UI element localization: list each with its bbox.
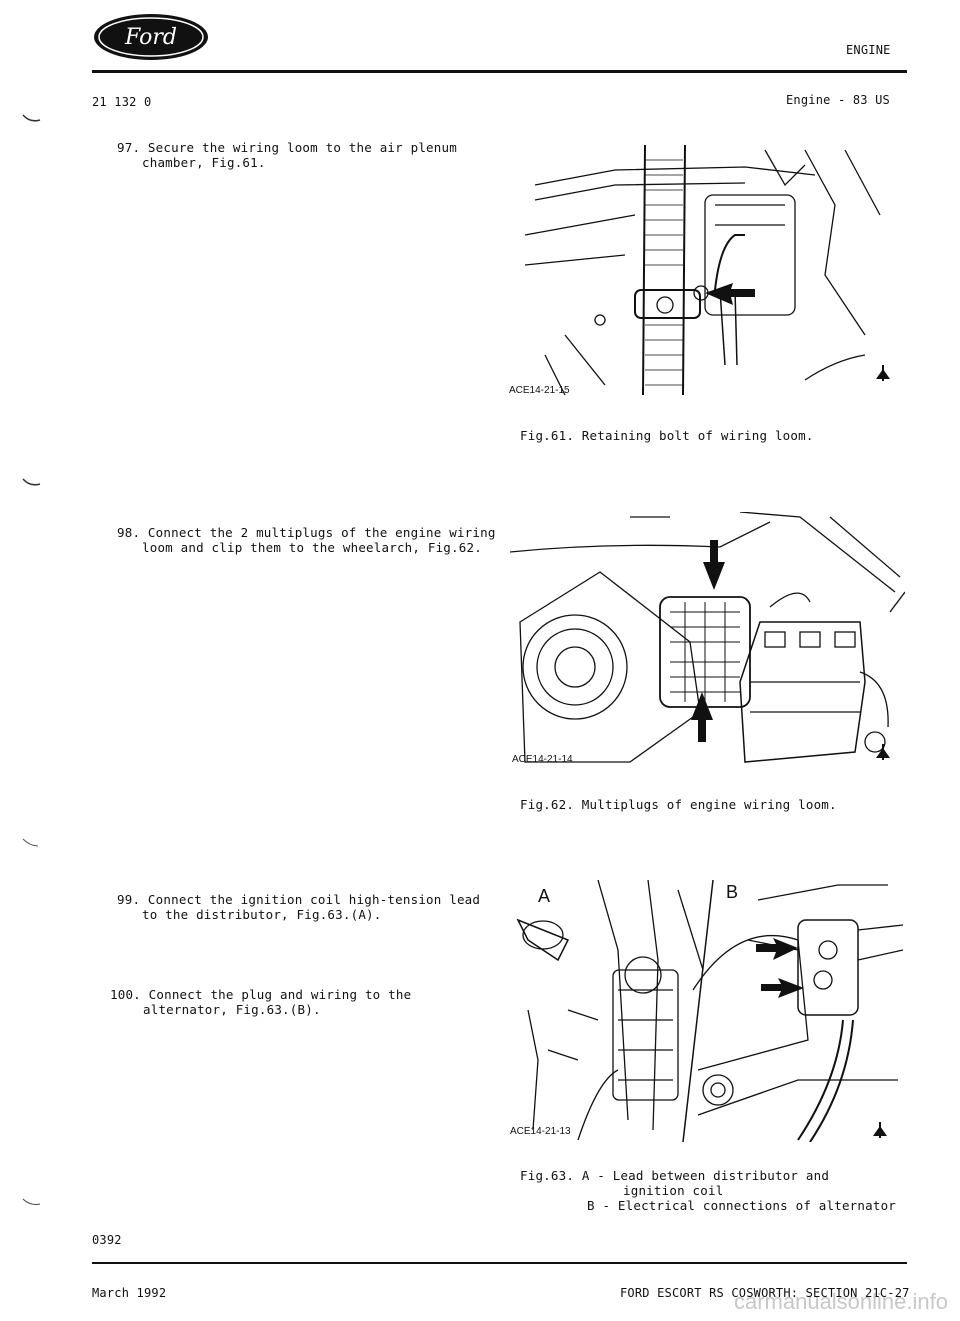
figure-63-caption-line: ignition coil bbox=[623, 1183, 724, 1198]
figure-63-illustration: A B ACE14-21-13 bbox=[508, 880, 905, 1142]
margin-mark bbox=[22, 838, 39, 847]
step-99: 99. Connect the ignition coil high-tensi… bbox=[117, 892, 480, 922]
section-header: ENGINE bbox=[846, 43, 891, 57]
figure-63-caption-prefix: Fig.63. bbox=[520, 1168, 575, 1183]
page-code: 0392 bbox=[92, 1233, 122, 1247]
figure-62-caption: Fig.62. Multiplugs of engine wiring loom… bbox=[520, 797, 837, 812]
logo-text: Ford bbox=[124, 25, 177, 50]
step-number: 99. bbox=[117, 892, 141, 907]
document-reference: 21 132 0 bbox=[92, 95, 152, 109]
page-subtitle: Engine - 83 US bbox=[786, 93, 890, 107]
figure-label-b: B bbox=[726, 882, 739, 902]
figure-id: ACE14-21-15 bbox=[509, 385, 570, 396]
margin-mark bbox=[22, 478, 41, 486]
figure-label-a: A bbox=[538, 886, 551, 906]
margin-mark bbox=[22, 114, 41, 122]
step-text: Secure the wiring loom to the air plenum bbox=[147, 140, 457, 155]
figure-id: ACE14-21-14 bbox=[512, 754, 573, 765]
step-text: to the distributor, Fig.63.(A). bbox=[142, 907, 382, 922]
step-100: 100. Connect the plug and wiring to the … bbox=[110, 987, 411, 1017]
step-text: chamber, Fig.61. bbox=[142, 155, 266, 170]
footer-date: March 1992 bbox=[92, 1286, 167, 1300]
footer-rule bbox=[92, 1262, 907, 1264]
step-text: Connect the ignition coil high-tension l… bbox=[147, 892, 481, 907]
figure-61-illustration: ACE14-21-15 bbox=[505, 145, 905, 400]
figure-63-caption-line: B - Electrical connections of alternator bbox=[587, 1198, 897, 1213]
figure-61-caption: Fig.61. Retaining bolt of wiring loom. bbox=[520, 428, 814, 443]
step-text: Connect the 2 multiplugs of the engine w… bbox=[147, 525, 496, 540]
header-rule bbox=[92, 70, 907, 73]
figure-62-illustration: ACE14-21-14 bbox=[510, 512, 905, 767]
step-text: alternator, Fig.63.(B). bbox=[143, 1002, 321, 1017]
step-98: 98. Connect the 2 multiplugs of the engi… bbox=[117, 525, 496, 555]
figure-63-caption-line: A - Lead between distributor and bbox=[581, 1168, 830, 1183]
step-text: loom and clip them to the wheelarch, Fig… bbox=[142, 540, 482, 555]
figure-63-caption: Fig.63. A - Lead between distributor and… bbox=[520, 1168, 896, 1213]
step-97: 97. Secure the wiring loom to the air pl… bbox=[117, 140, 457, 170]
figure-id: ACE14-21-13 bbox=[510, 1126, 571, 1137]
margin-mark bbox=[22, 1198, 41, 1205]
ford-logo: Ford bbox=[92, 12, 210, 62]
step-number: 98. bbox=[117, 525, 141, 540]
step-number: 100. bbox=[110, 987, 141, 1002]
step-text: Connect the plug and wiring to the bbox=[148, 987, 412, 1002]
footer-section-title: FORD ESCORT RS COSWORTH: SECTION 21C-27 bbox=[620, 1286, 910, 1300]
watermark: carmanualsonline.info bbox=[733, 1289, 948, 1314]
step-number: 97. bbox=[117, 140, 141, 155]
